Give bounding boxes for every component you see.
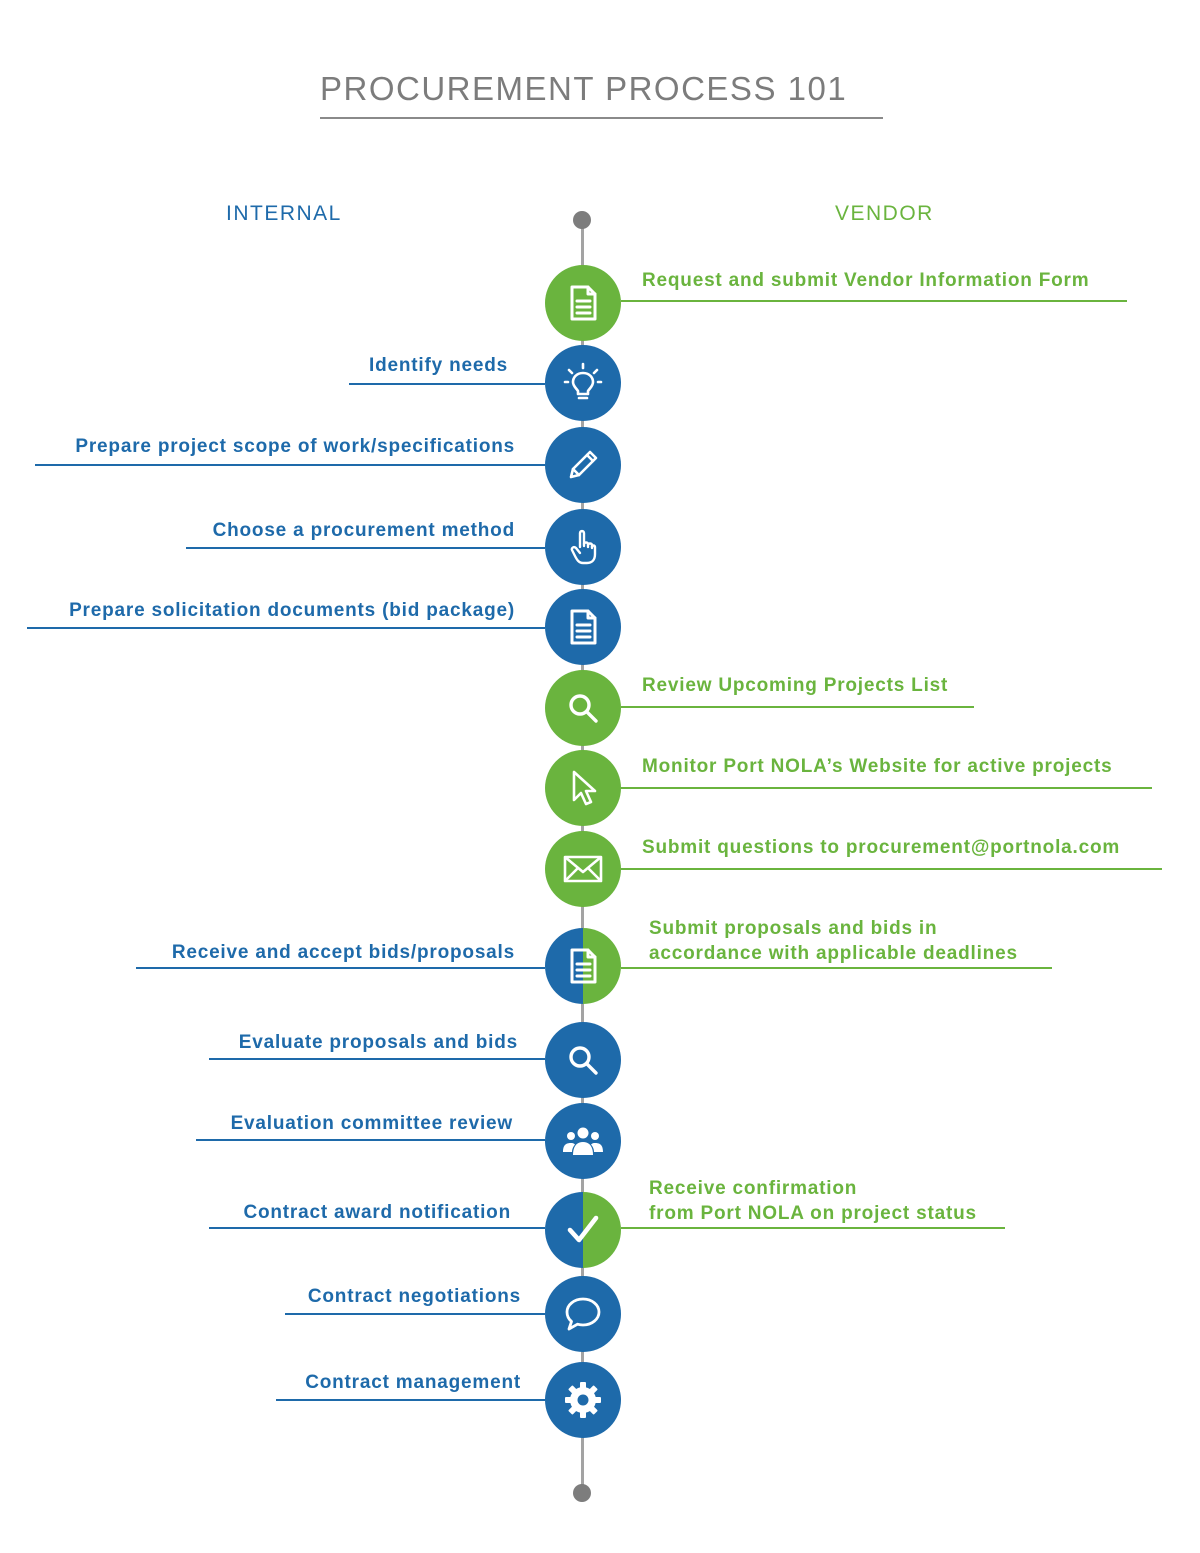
group-icon [563, 1127, 603, 1155]
vendor-column-heading: VENDOR [835, 202, 934, 225]
speech-bubble-icon [565, 1297, 601, 1331]
step-node-vendor-information-form [545, 265, 621, 341]
title-underline [320, 117, 883, 119]
step-node-contract-award [545, 1192, 621, 1268]
internal-step-label: Contract award notification [243, 1202, 511, 1223]
internal-step-label: Contract management [305, 1372, 521, 1393]
step-node-identify-needs [545, 345, 621, 421]
vendor-step-rule [621, 706, 974, 708]
vendor-step-label: Submit proposals and bids in [649, 918, 938, 939]
internal-step-rule [186, 547, 545, 549]
internal-step-label: Prepare project scope of work/specificat… [75, 436, 515, 457]
step-node-committee-review [545, 1103, 621, 1179]
step-node-upcoming-projects [545, 670, 621, 746]
internal-step-rule [349, 383, 545, 385]
vendor-step-label: Receive confirmation [649, 1178, 858, 1199]
vendor-step-rule [621, 1227, 1005, 1229]
internal-step-label: Contract negotiations [307, 1286, 521, 1307]
timeline-start-dot [573, 211, 591, 229]
step-node-submit-questions [545, 831, 621, 907]
internal-step-rule [285, 1313, 545, 1315]
step-node-solicitation-documents [545, 589, 621, 665]
internal-step-label: Evaluate proposals and bids [238, 1032, 518, 1053]
step-node-bids-proposals [545, 928, 621, 1004]
magnifier-icon [569, 694, 598, 723]
vendor-step-rule [621, 787, 1152, 789]
document-icon [570, 609, 597, 645]
vendor-step-label: Submit questions to procurement@portnola… [642, 837, 1121, 858]
internal-step-rule [27, 627, 545, 629]
step-node-contract-management [545, 1362, 621, 1438]
pointing-hand-icon [570, 529, 597, 565]
internal-step-rule [35, 464, 545, 466]
lightbulb-icon [563, 362, 603, 400]
internal-step-rule [136, 967, 545, 969]
envelope-icon [563, 855, 603, 883]
internal-step-rule [209, 1058, 545, 1060]
gear-icon [565, 1382, 601, 1418]
cursor-icon [572, 770, 597, 806]
internal-step-rule [276, 1399, 545, 1401]
vendor-step-rule [621, 967, 1052, 969]
internal-step-rule [196, 1139, 545, 1141]
step-node-contract-negotiations [545, 1276, 621, 1352]
timeline-end-dot [573, 1484, 591, 1502]
vendor-step-label: accordance with applicable deadlines [649, 943, 1018, 964]
step-node-procurement-method [545, 509, 621, 585]
internal-step-label: Receive and accept bids/proposals [171, 942, 515, 963]
step-node-monitor-website [545, 750, 621, 826]
internal-step-label: Evaluation committee review [230, 1113, 513, 1134]
vendor-step-label: Request and submit Vendor Information Fo… [642, 270, 1090, 291]
document-icon [570, 948, 597, 984]
page-title: PROCUREMENT PROCESS 101 [320, 70, 848, 107]
checkmark-icon [567, 1215, 599, 1243]
magnifier-icon [569, 1046, 598, 1075]
step-node-scope-of-work [545, 427, 621, 503]
internal-step-label: Choose a procurement method [212, 520, 515, 541]
internal-step-label: Prepare solicitation documents (bid pack… [69, 600, 515, 621]
step-node-evaluate-proposals [545, 1022, 621, 1098]
vendor-step-rule [621, 300, 1127, 302]
document-icon [570, 285, 597, 321]
vendor-step-label: from Port NOLA on project status [649, 1203, 977, 1224]
internal-step-label: Identify needs [369, 355, 508, 376]
pencil-icon [569, 450, 598, 479]
internal-column-heading: INTERNAL [226, 202, 342, 225]
internal-step-rule [209, 1227, 545, 1229]
vendor-step-label: Monitor Port NOLA’s Website for active p… [642, 756, 1113, 777]
vendor-step-rule [621, 868, 1162, 870]
vendor-step-label: Review Upcoming Projects List [642, 675, 949, 696]
